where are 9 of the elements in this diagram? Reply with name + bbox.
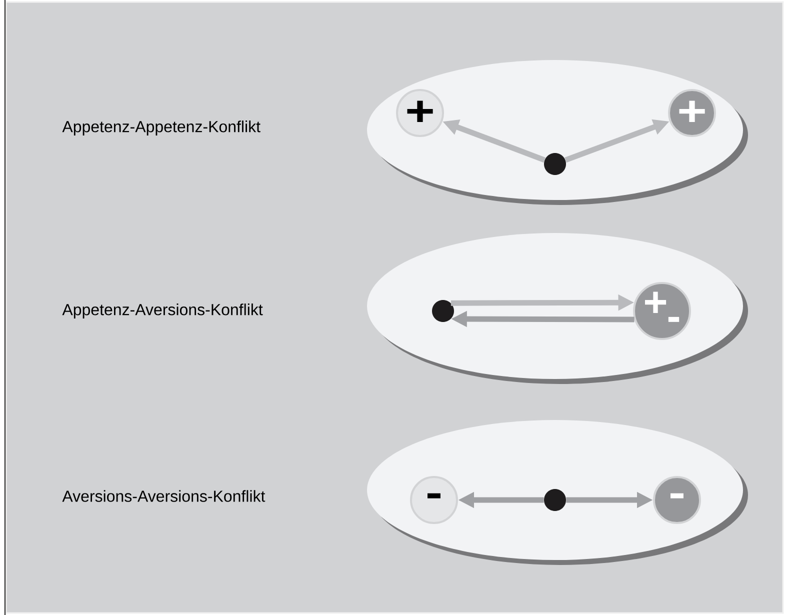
dot [544,153,566,175]
ellipse [367,60,748,205]
conflict-label: Appetenz-Aversions-Konflikt [62,304,263,318]
ellipse [367,420,748,565]
conflict-label: Aversions-Aversions-Konflikt [62,490,266,502]
dot [432,300,454,322]
dot [544,489,566,511]
conflict-label: Appetenz-Appetenz-Konflikt [62,120,260,136]
ellipse [367,233,748,384]
